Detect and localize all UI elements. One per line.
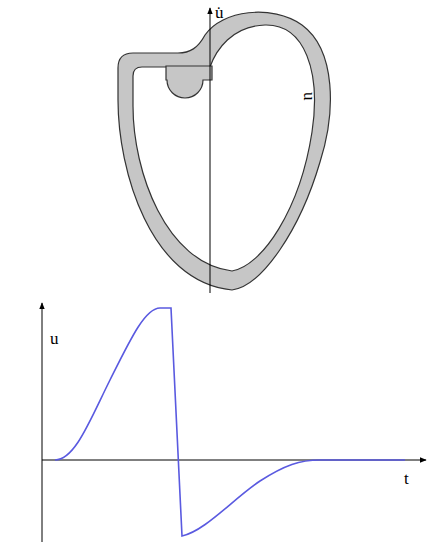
axis-label: u⃗ [301,92,318,114]
signal-curve [55,308,405,536]
tube-outer-wall [118,12,330,290]
axis-label: u̇ [215,4,224,21]
tube-inner-wall [133,25,314,271]
u-axis [42,303,43,542]
axis-label: u [50,330,59,347]
axis [210,8,211,293]
ball [166,66,212,98]
axis-label: t [404,470,409,487]
